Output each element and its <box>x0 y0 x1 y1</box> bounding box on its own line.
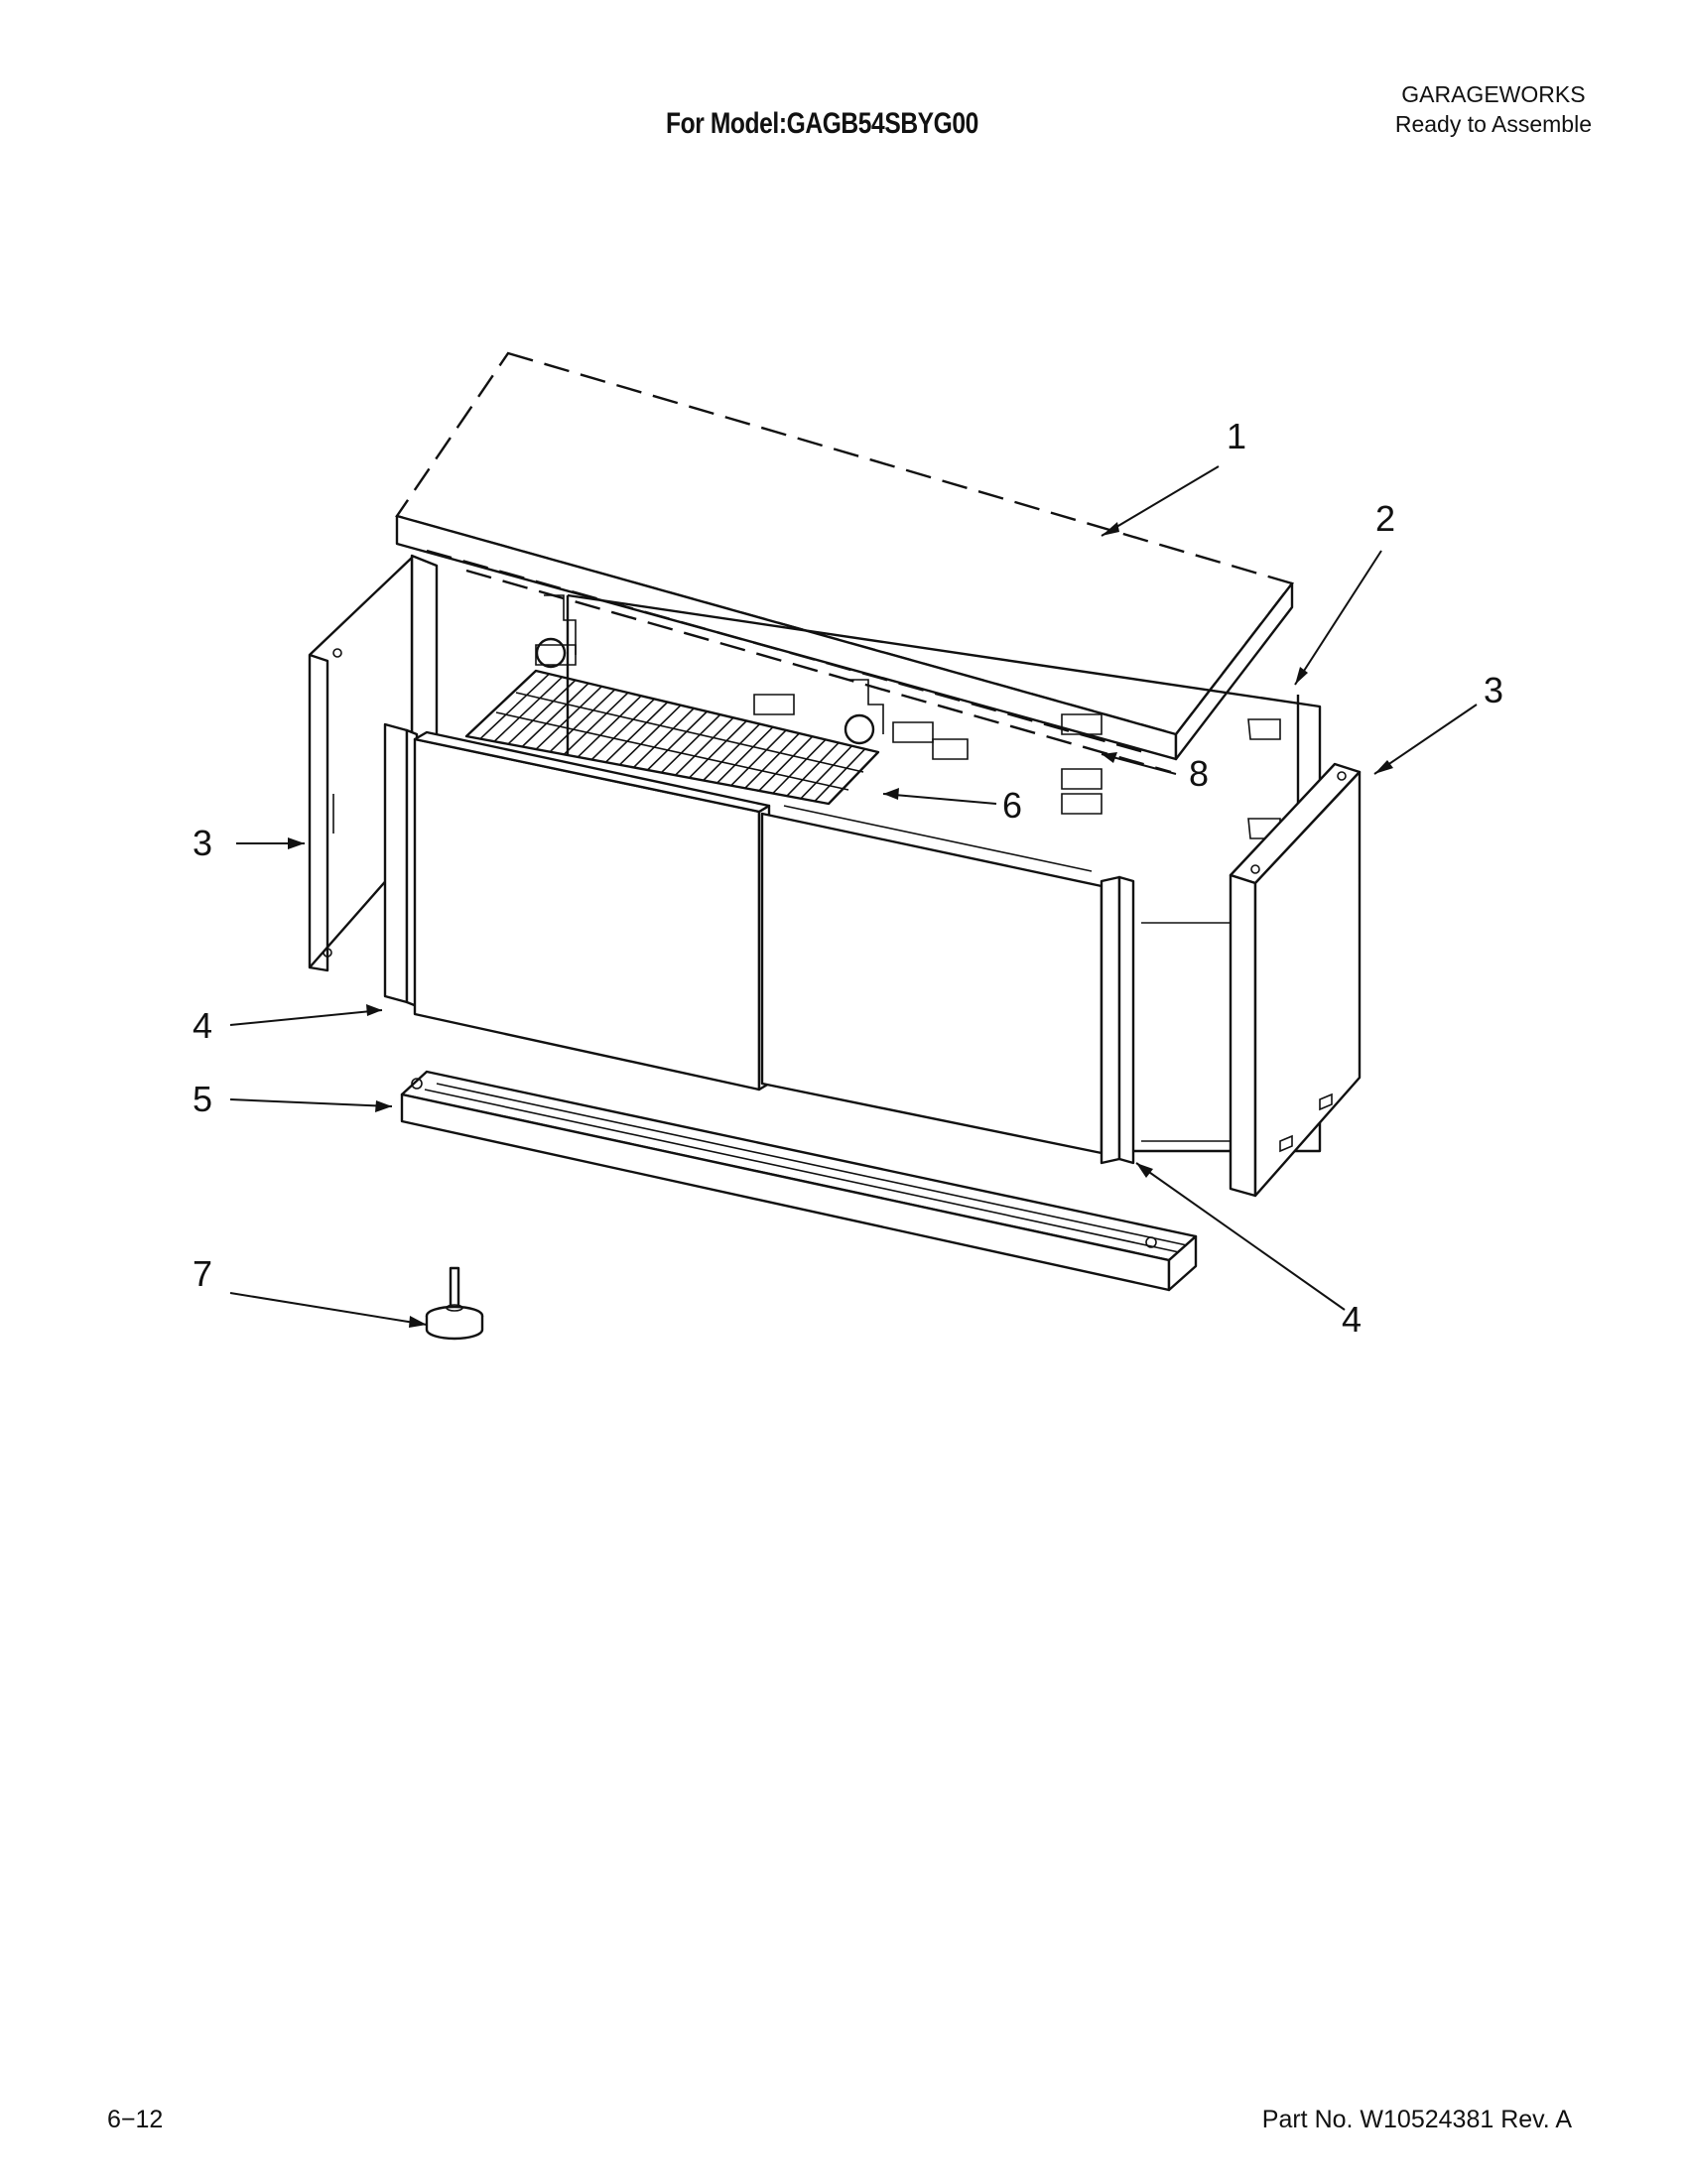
callout-6: 6 <box>1002 785 1022 826</box>
callout-3-right: 3 <box>1484 670 1503 710</box>
leader-7 <box>229 1292 428 1326</box>
callout-numbers: 1 2 3 3 4 5 6 8 4 7 <box>193 416 1503 1340</box>
shelf-brackets <box>535 594 884 745</box>
leader-2 <box>1294 550 1382 686</box>
part-wire-shelf <box>464 669 880 806</box>
part-stile-right <box>1100 875 1135 1165</box>
right-door <box>760 805 1104 1155</box>
part-base <box>400 1070 1198 1292</box>
part-number: Part No. W10524381 Rev. A <box>1261 2106 1572 2133</box>
model-title: For Model:GAGB54SBYG00 <box>666 107 978 140</box>
part-worktop <box>395 351 1295 774</box>
leader-4-left <box>229 1009 383 1026</box>
part-side-panel-right <box>1141 762 1362 1198</box>
leader-1 <box>1101 465 1220 537</box>
callout-5: 5 <box>193 1079 212 1119</box>
callout-7: 7 <box>193 1253 212 1294</box>
left-door <box>413 730 771 1092</box>
brand-subtitle: Ready to Assemble <box>1394 111 1592 137</box>
callout-2: 2 <box>1375 498 1395 539</box>
callout-4-left: 4 <box>193 1005 212 1046</box>
leader-lines <box>229 465 1478 1328</box>
part-stile-left <box>383 722 419 1008</box>
brand-name: GARAGEWORKS <box>1401 81 1586 107</box>
callout-8: 8 <box>1189 753 1209 794</box>
leader-3-right <box>1373 704 1478 775</box>
part-leveling-foot <box>425 1266 484 1341</box>
callout-1: 1 <box>1227 416 1246 456</box>
leader-6 <box>882 793 997 805</box>
brand-block: GARAGEWORKS Ready to Assemble <box>1395 79 1592 139</box>
callout-3-left: 3 <box>193 823 212 863</box>
leader-5 <box>229 1098 393 1107</box>
callout-4-right: 4 <box>1342 1299 1362 1340</box>
page-number: 6−12 <box>107 2106 164 2133</box>
leader-4-right <box>1135 1162 1346 1311</box>
